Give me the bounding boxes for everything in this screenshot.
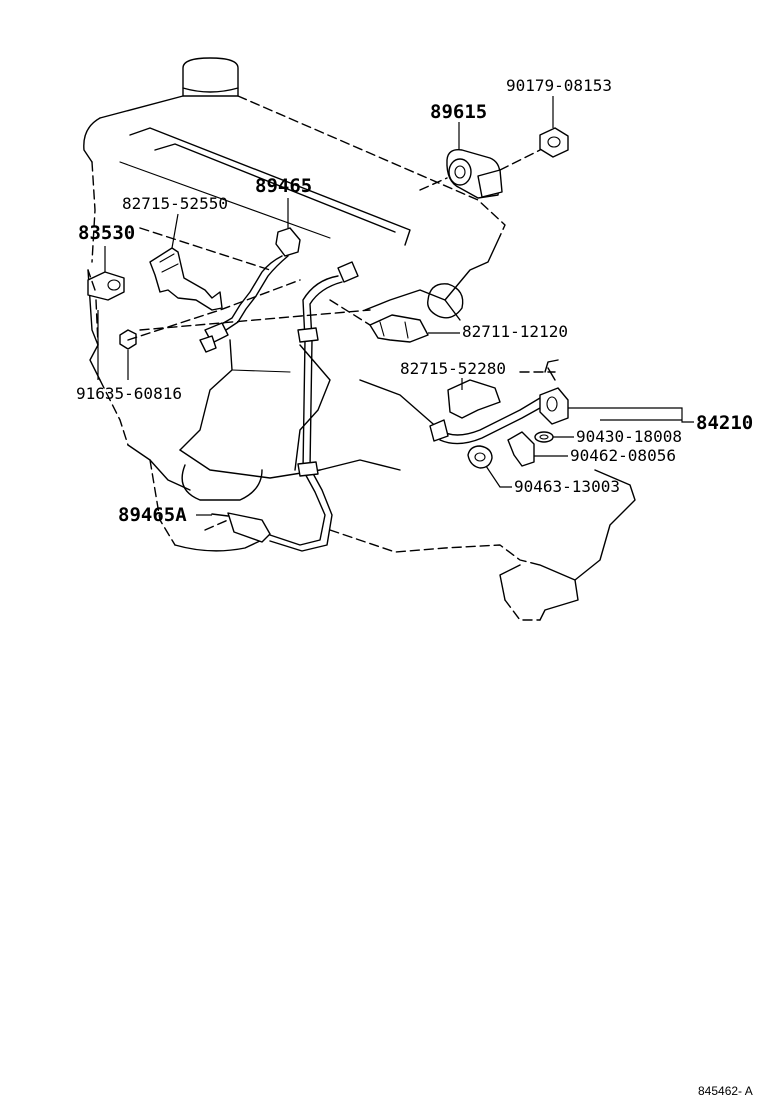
part-89465-illustration xyxy=(199,227,301,353)
label-90463-13003: 90463-13003 xyxy=(514,477,620,496)
part-90462-08056-illustration xyxy=(507,431,535,467)
part-82715-52550-illustration xyxy=(149,247,223,311)
part-90179-08153-illustration xyxy=(539,127,569,158)
part-84210-illustration xyxy=(429,387,569,445)
label-89465: 89465 xyxy=(255,175,312,197)
label-90462-08056: 90462-08056 xyxy=(570,446,676,465)
label-83530: 83530 xyxy=(78,222,135,244)
assembly-lines xyxy=(87,227,371,531)
leader-lines xyxy=(97,96,694,516)
part-90463-13003-illustration xyxy=(467,445,493,469)
label-82715-52280: 82715-52280 xyxy=(400,359,506,378)
illustration-code: 845462- A xyxy=(698,1084,753,1098)
label-91635-60816: 91635-60816 xyxy=(76,384,182,403)
part-82711-12120-illustration xyxy=(369,314,429,343)
label-89465A: 89465A xyxy=(118,504,187,526)
label-89615: 89615 xyxy=(430,101,487,123)
part-83530-illustration xyxy=(87,271,125,301)
label-84210: 84210 xyxy=(696,412,753,434)
part-89615-illustration xyxy=(446,149,503,199)
label-90179-08153: 90179-08153 xyxy=(506,76,612,95)
label-82711-12120: 82711-12120 xyxy=(462,322,568,341)
label-82715-52550: 82715-52550 xyxy=(122,194,228,213)
part-82715-52280-illustration xyxy=(447,379,501,419)
part-90430-18008-illustration xyxy=(534,431,554,443)
part-89465A-illustration xyxy=(211,261,359,552)
engine-block-outline xyxy=(83,57,636,621)
label-90430-18008: 90430-18008 xyxy=(576,427,682,446)
